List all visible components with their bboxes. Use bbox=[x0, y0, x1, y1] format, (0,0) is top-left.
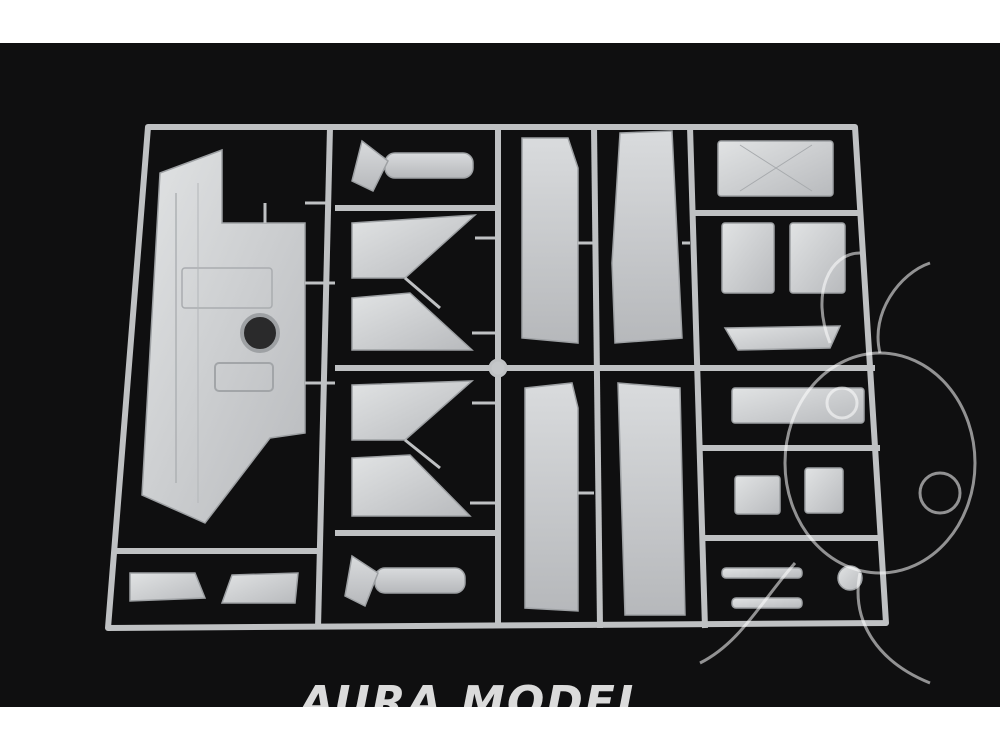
sprue-drawing bbox=[105, 124, 977, 685]
small-plates bbox=[129, 572, 299, 604]
mascot-watermark bbox=[699, 251, 977, 685]
exhaust-pipes bbox=[344, 139, 474, 608]
hull-side-plate bbox=[141, 148, 306, 524]
sprue-frame bbox=[105, 124, 889, 631]
sprue-photo: AURA MODEL bbox=[0, 43, 1000, 707]
runner-gates bbox=[263, 201, 690, 505]
watermark-logo-text: AURA MODEL bbox=[300, 677, 640, 708]
side-skirts bbox=[521, 130, 686, 616]
wedge-panels bbox=[351, 214, 478, 517]
